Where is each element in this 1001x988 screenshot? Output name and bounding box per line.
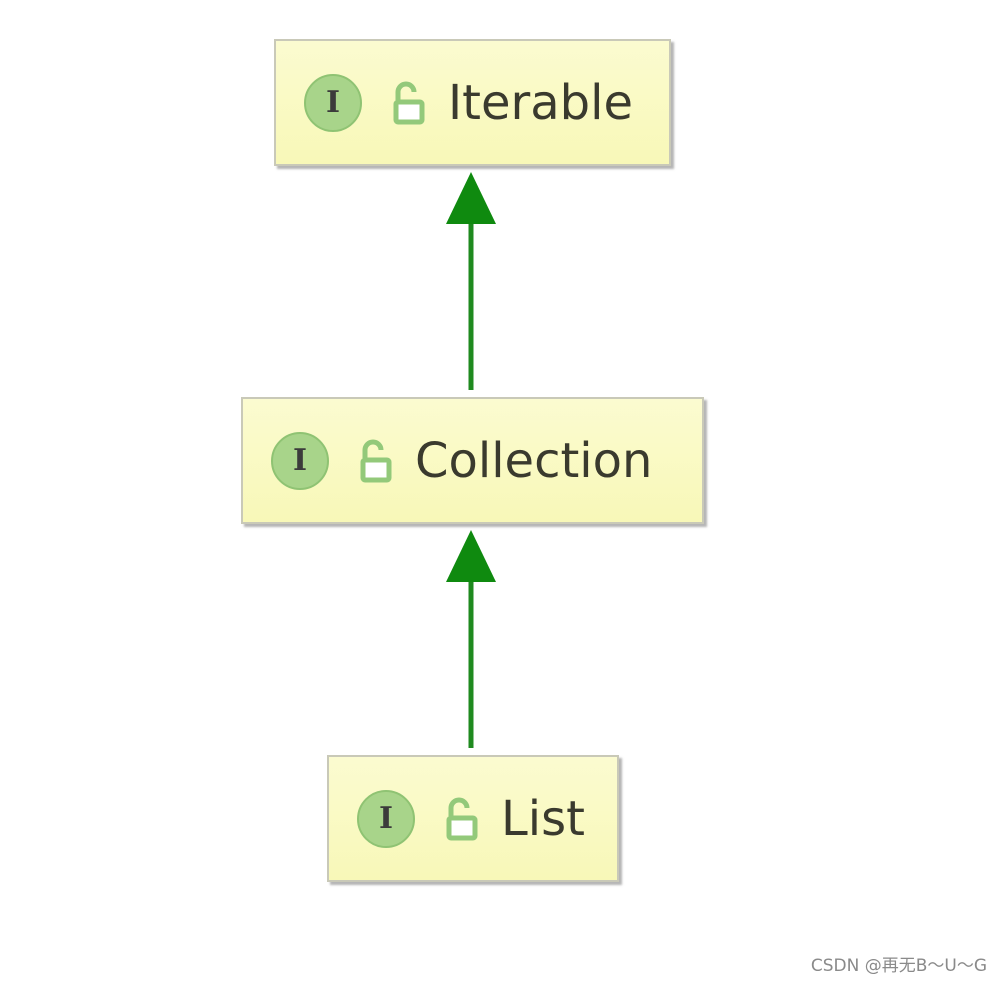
unlocked-padlock-icon bbox=[386, 80, 426, 126]
node-label: List bbox=[501, 790, 585, 847]
node-label: Iterable bbox=[448, 74, 633, 131]
interface-badge-icon: I bbox=[357, 789, 415, 848]
arrowhead-collection bbox=[446, 530, 496, 582]
node-list[interactable]: I List bbox=[327, 755, 619, 882]
interface-badge-icon: I bbox=[271, 431, 329, 490]
watermark: CSDN @再无B～U～G bbox=[810, 956, 987, 976]
node-label: Collection bbox=[415, 432, 653, 489]
node-collection[interactable]: I Collection bbox=[241, 397, 704, 524]
unlocked-padlock-icon bbox=[439, 796, 479, 842]
node-iterable[interactable]: I Iterable bbox=[274, 39, 671, 166]
unlocked-padlock-icon bbox=[353, 438, 393, 484]
arrowhead-iterable bbox=[446, 172, 496, 224]
interface-badge-icon: I bbox=[304, 73, 362, 132]
